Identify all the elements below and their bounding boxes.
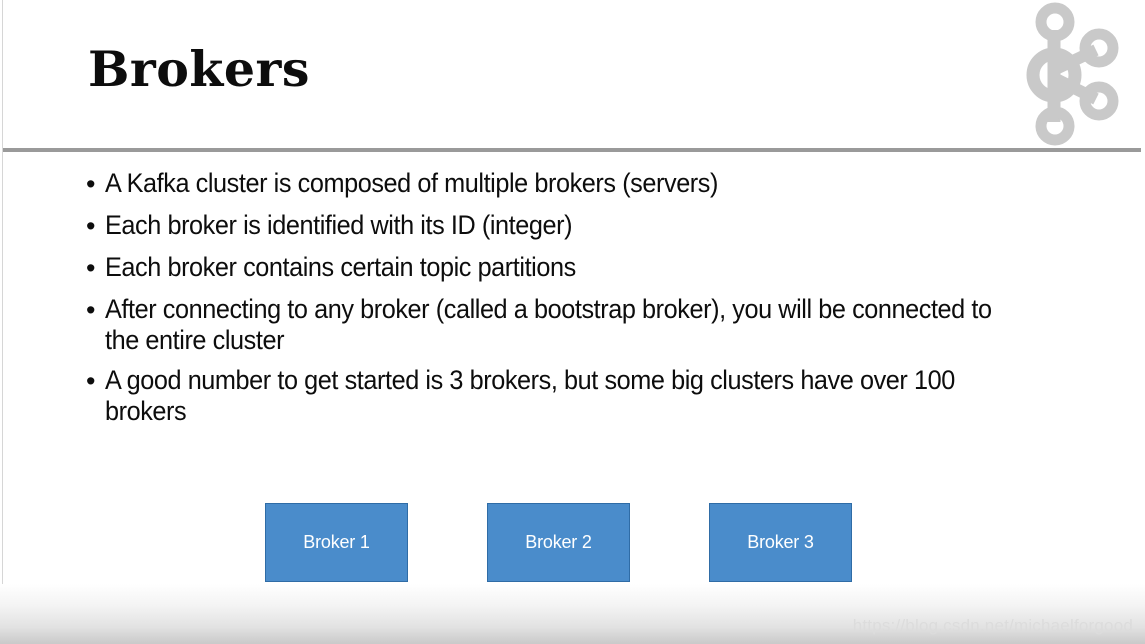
bullet-text: After connecting to any broker (called a… bbox=[105, 294, 992, 355]
bullet-marker-icon: • bbox=[86, 295, 96, 325]
page-title: Brokers bbox=[88, 40, 310, 98]
slide-left-edge bbox=[2, 0, 3, 644]
bullet-marker-icon: • bbox=[86, 366, 96, 396]
title-divider bbox=[3, 148, 1141, 152]
bullet-list: • A Kafka cluster is composed of multipl… bbox=[86, 168, 1086, 436]
bullet-text: A Kafka cluster is composed of multiple … bbox=[105, 168, 718, 198]
bullet-marker-icon: • bbox=[86, 253, 96, 283]
broker-box-label: Broker 1 bbox=[303, 532, 370, 552]
list-item: • A Kafka cluster is composed of multipl… bbox=[86, 168, 1086, 201]
list-item: • After connecting to any broker (called… bbox=[86, 294, 1086, 356]
slide-header: Brokers bbox=[0, 0, 1145, 152]
broker-diagram: Broker 1 Broker 2 Broker 3 bbox=[0, 503, 1145, 583]
broker-box: Broker 2 bbox=[487, 503, 630, 582]
broker-box-label: Broker 3 bbox=[747, 532, 814, 552]
bullet-marker-icon: • bbox=[86, 211, 96, 241]
bullet-marker-icon: • bbox=[86, 169, 96, 199]
kafka-logo-icon bbox=[1024, 0, 1120, 146]
broker-box-label: Broker 2 bbox=[525, 532, 592, 552]
list-item: • Each broker contains certain topic par… bbox=[86, 252, 1086, 285]
bullet-text: Each broker contains certain topic parti… bbox=[105, 252, 576, 282]
bullet-text: Each broker is identified with its ID (i… bbox=[105, 210, 573, 240]
watermark-text: https://blog.csdn.net/michaelforgood bbox=[852, 616, 1133, 635]
list-item: • A good number to get started is 3 brok… bbox=[86, 365, 1086, 427]
broker-box: Broker 1 bbox=[265, 503, 408, 582]
broker-box: Broker 3 bbox=[709, 503, 852, 582]
bullet-text: A good number to get started is 3 broker… bbox=[105, 365, 955, 426]
list-item: • Each broker is identified with its ID … bbox=[86, 210, 1086, 243]
